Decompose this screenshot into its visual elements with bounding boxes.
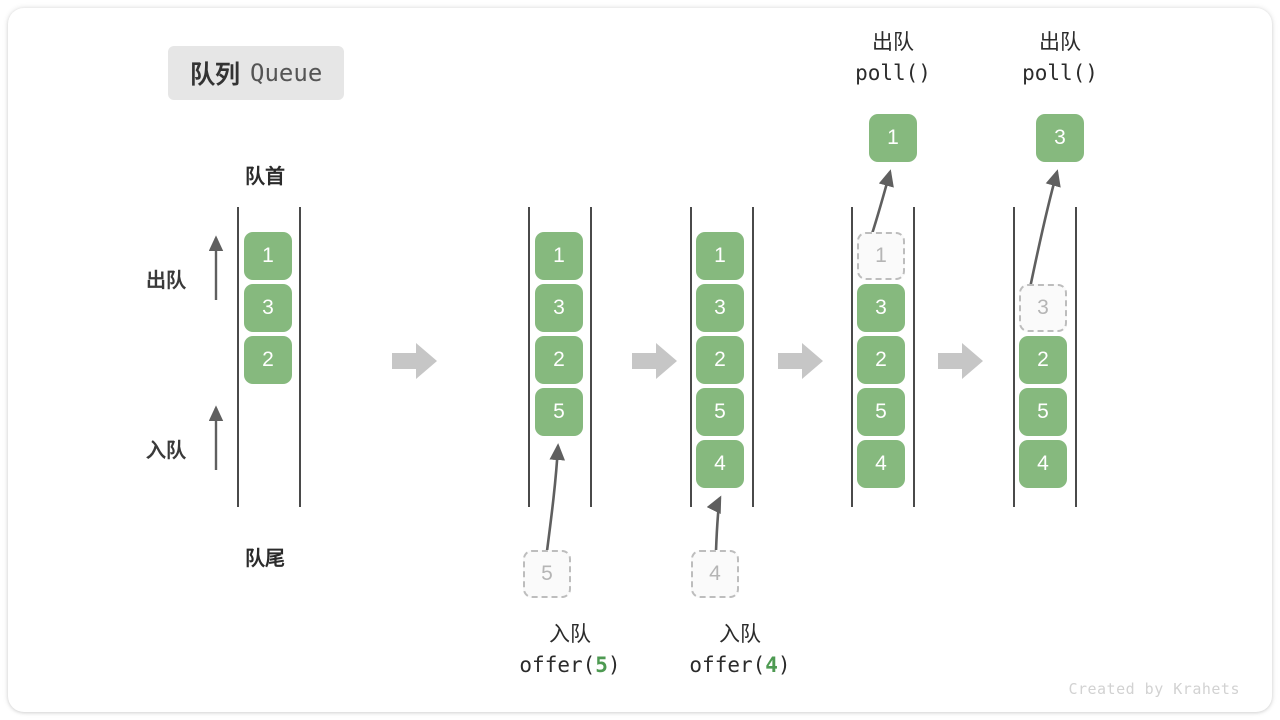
- queue-element: 1: [535, 232, 583, 280]
- queue-rail-right: [299, 207, 301, 507]
- operation-argument: 4: [765, 653, 778, 678]
- queue-element: 2: [1019, 336, 1067, 384]
- operation-call: poll(): [855, 61, 931, 86]
- queue-element: 4: [696, 440, 744, 488]
- queue-element: 2: [857, 336, 905, 384]
- queue-rail-left: [1013, 207, 1015, 507]
- queue-element: 3: [535, 284, 583, 332]
- operation-label-offer-4: 入队 offer(4): [640, 620, 840, 681]
- queue-element: 2: [535, 336, 583, 384]
- queue-rail-right: [1075, 207, 1077, 507]
- dequeue-arrow-1: [870, 169, 894, 235]
- operation-name: 入队: [719, 623, 761, 646]
- incoming-element-ghost: 4: [691, 550, 739, 598]
- title-badge: 队列 Queue: [168, 46, 345, 100]
- diagram-stage: 队列 Queue 队首 队尾 出队 入队: [8, 8, 1272, 712]
- operation-label-offer-5: 入队 offer(5): [470, 620, 670, 681]
- incoming-element-ghost: 5: [523, 550, 571, 598]
- queue-element: 5: [535, 388, 583, 436]
- step-arrow: [778, 343, 823, 379]
- queue-element: 5: [857, 388, 905, 436]
- step-arrow: [392, 343, 437, 379]
- queue-rail-right: [913, 207, 915, 507]
- queue-element: 1: [244, 232, 292, 280]
- operation-name: 出队: [872, 31, 914, 54]
- queue-rear-label: 队尾: [245, 548, 285, 570]
- queue-element: 1: [696, 232, 744, 280]
- dequeue-arrow-3: [1028, 169, 1061, 289]
- dequeued-element-result: 3: [1036, 114, 1084, 162]
- operation-label-poll-3: 出队 poll(): [960, 28, 1160, 89]
- dequeued-element-ghost: 1: [857, 232, 905, 280]
- queue-element: 3: [696, 284, 744, 332]
- enqueue-arrow-5: [545, 443, 566, 552]
- step-arrow: [938, 343, 983, 379]
- queue-element: 4: [1019, 440, 1067, 488]
- operation-call: offer(5): [519, 653, 621, 678]
- title-en: Queue: [250, 59, 323, 87]
- dequeued-element-ghost: 3: [1019, 284, 1067, 332]
- operation-argument: 5: [595, 653, 608, 678]
- step-arrow: [632, 343, 677, 379]
- queue-front-label: 队首: [245, 166, 285, 188]
- queue-rail-right: [752, 207, 754, 507]
- operation-name: 出队: [1039, 31, 1081, 54]
- queue-element: 3: [857, 284, 905, 332]
- enqueue-arrow-4: [706, 495, 722, 552]
- queue-element: 3: [244, 284, 292, 332]
- credit-text: Created by Krahets: [1068, 680, 1240, 698]
- operation-call: poll(): [1022, 61, 1098, 86]
- queue-element: 4: [857, 440, 905, 488]
- queue-element: 5: [696, 388, 744, 436]
- dequeue-direction-label: 出队: [146, 270, 186, 292]
- queue-rail-left: [237, 207, 239, 507]
- enqueue-direction-label: 入队: [146, 440, 186, 462]
- title-cn: 队列: [190, 61, 241, 89]
- queue-element: 5: [1019, 388, 1067, 436]
- operation-label-poll-1: 出队 poll(): [793, 28, 993, 89]
- queue-element: 2: [696, 336, 744, 384]
- dequeued-element-result: 1: [869, 114, 917, 162]
- operation-name: 入队: [549, 623, 591, 646]
- operation-call: offer(4): [689, 653, 791, 678]
- queue-rail-left: [690, 207, 692, 507]
- queue-rail-right: [590, 207, 592, 507]
- queue-rail-left: [528, 207, 530, 507]
- diagram-card: 队列 Queue 队首 队尾 出队 入队: [8, 8, 1272, 712]
- queue-element: 2: [244, 336, 292, 384]
- queue-rail-left: [851, 207, 853, 507]
